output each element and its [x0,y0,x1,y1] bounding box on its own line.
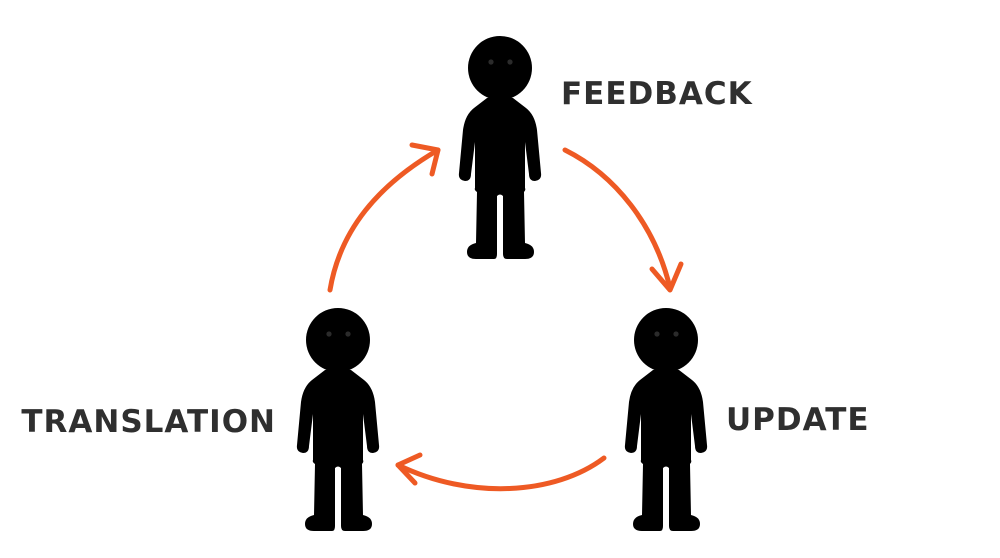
arrow-update-to-translation [395,452,607,492]
update-label: UPDATE [726,402,870,438]
person-update-icon [624,308,708,531]
arrow-translation-to-feedback [327,142,441,293]
arrow-update-to-translation-line [395,455,607,492]
arrow-translation-to-feedback-head [409,142,441,177]
feedback-label: FEEDBACK [561,76,753,112]
arrow-feedback-to-update [562,147,684,293]
arrow-feedback-to-update-head [649,261,684,293]
arrow-update-to-translation-head [395,452,423,486]
person-feedback-icon [458,36,542,259]
person-translation-icon [296,308,380,531]
arrow-translation-to-feedback-line [327,147,441,293]
arrow-feedback-to-update-line [562,147,673,291]
translation-label: TRANSLATION [21,404,276,440]
